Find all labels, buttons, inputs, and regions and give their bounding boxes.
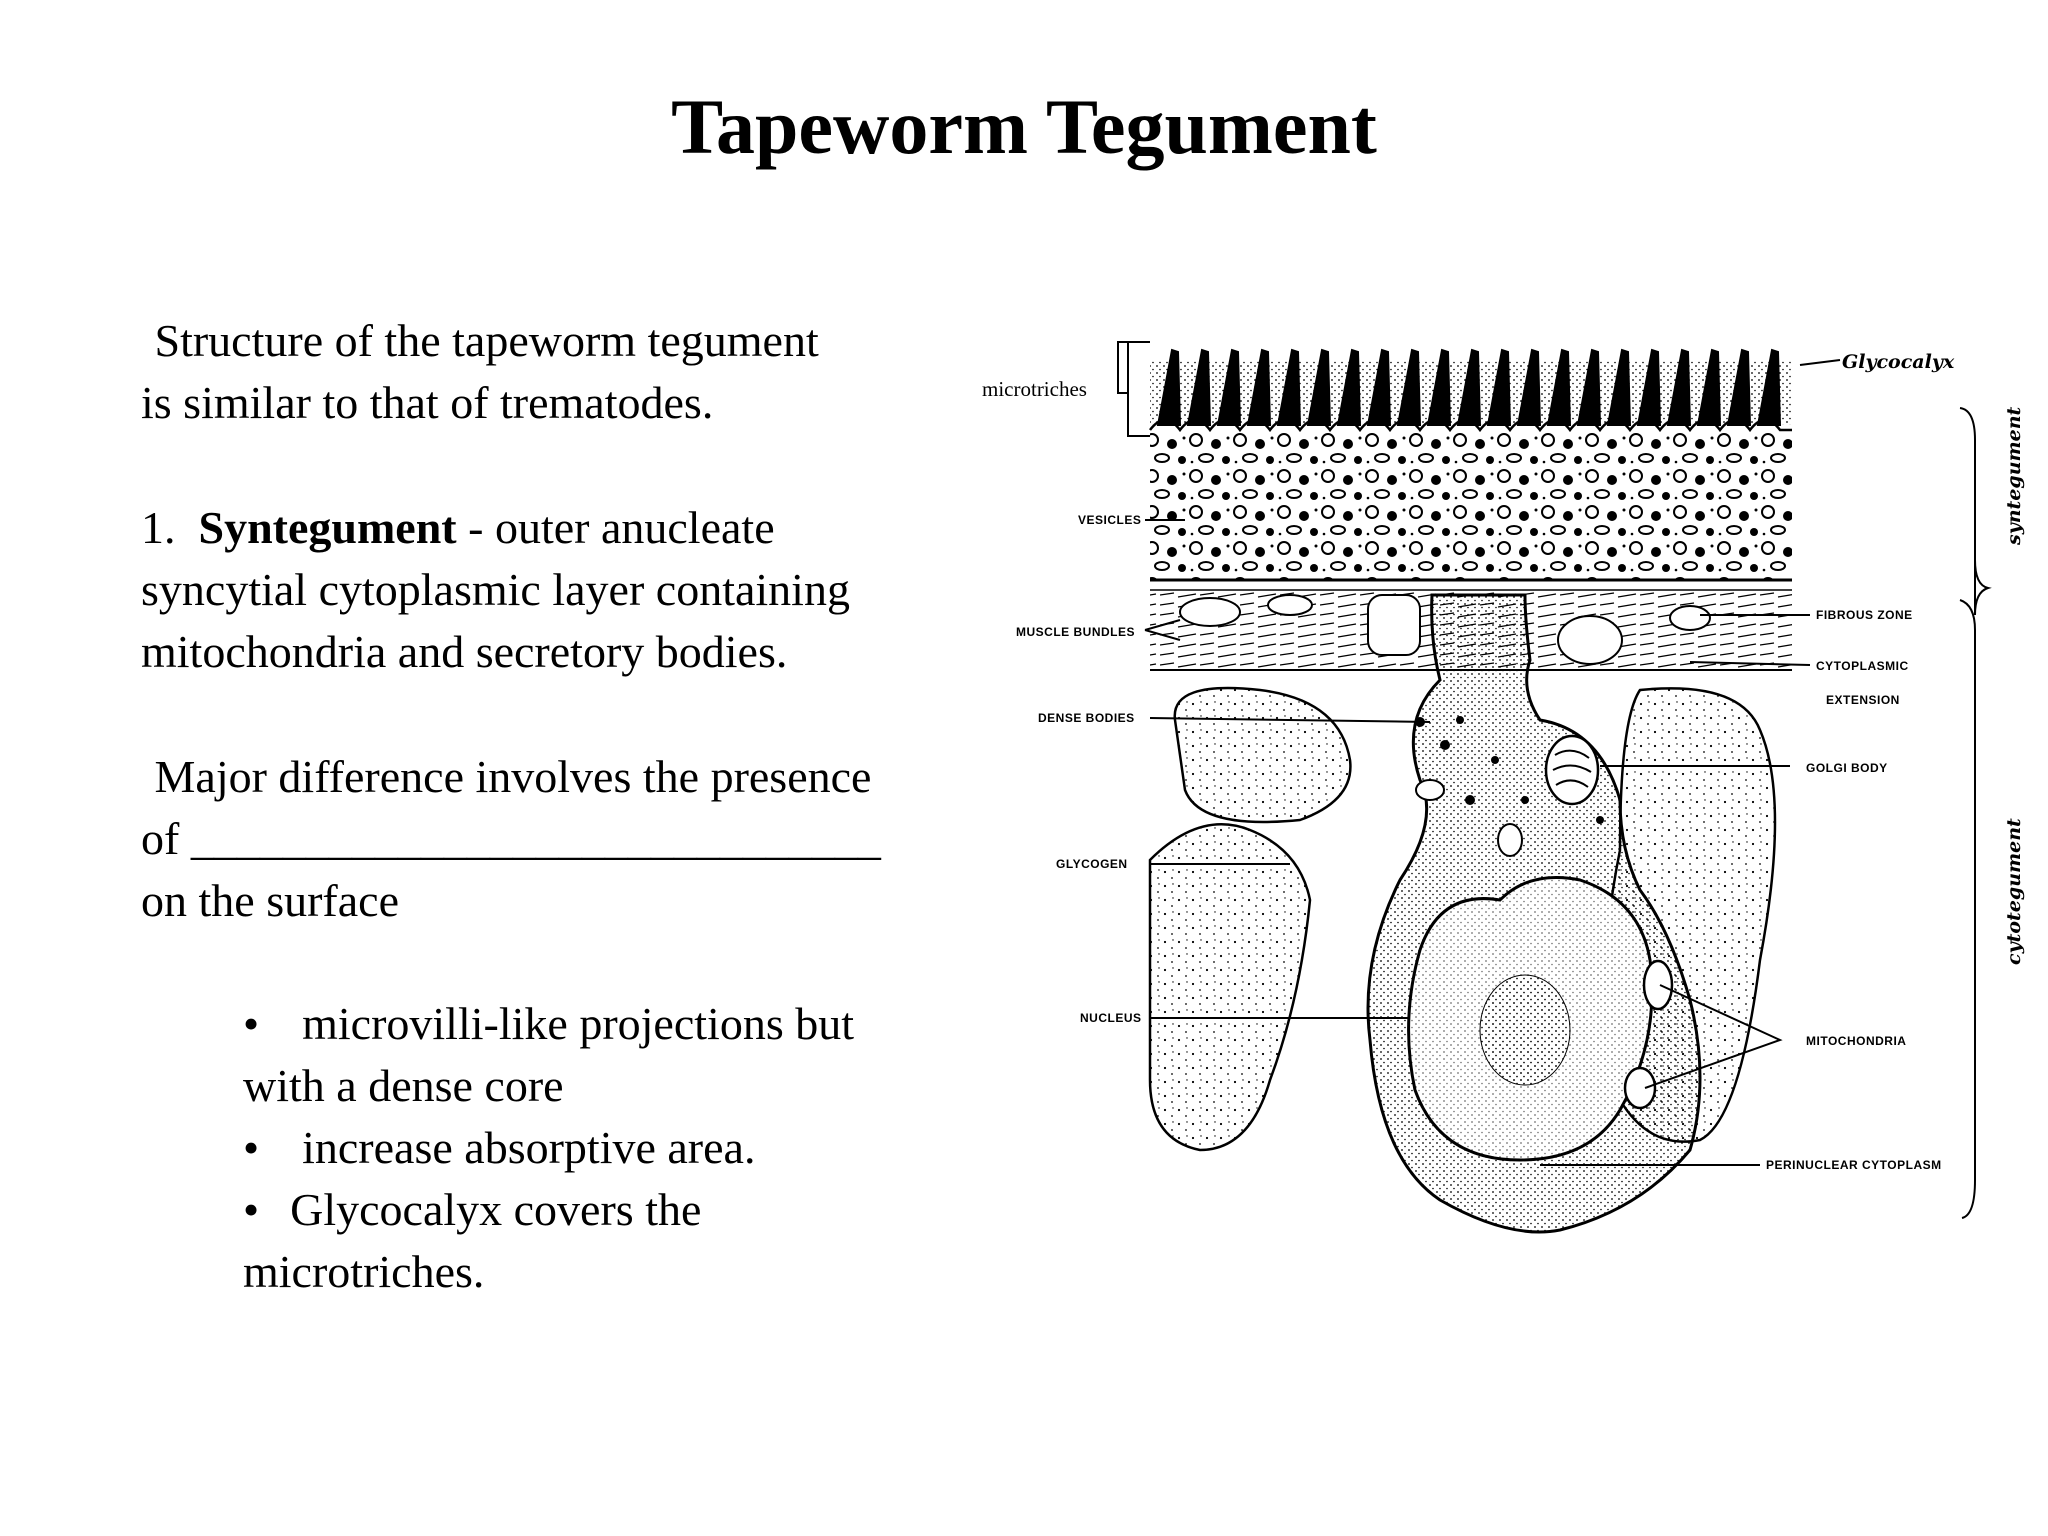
label-golgi-body: GOLGI BODY [1806,761,1888,775]
bullet-3: • Glycocalyx covers the [243,1179,701,1241]
microthrix-spike [1336,348,1362,426]
intro-line-1: Structure of the tapeworm tegument [143,315,819,366]
bullet-2: • increase absorptive area. [243,1117,755,1179]
microthrix-spike [1576,348,1602,426]
point1-number: 1. [141,502,176,553]
microthrix-spike [1366,348,1392,426]
microthrix-spike [1306,348,1332,426]
label-mitochondria: MITOCHONDRIA [1806,1034,1906,1048]
microthrix-spike [1216,348,1242,426]
bullet-dot-2: • [243,1122,260,1173]
label-muscle-bundles: MUSCLE BUNDLES [1016,625,1135,639]
major-difference-line-3: on the surface [141,875,399,926]
label-nucleus: NUCLEUS [1080,1011,1142,1025]
slide-title: Tapeworm Tegument [671,83,1377,170]
bullet-3-line-2: microtriches. [243,1246,485,1297]
bullet-1: • microvilli-like projections but [243,993,854,1055]
bullet-1-line-2: with a dense core [243,1060,564,1111]
bullet-dot-3: • [243,1184,260,1235]
microthrix-spike [1696,348,1722,426]
microthrix-spike [1276,348,1302,426]
label-cytoplasmic: CYTOPLASMIC [1816,659,1909,673]
bullet-3-line-1: Glycocalyx covers the [290,1184,702,1235]
label-glycogen: GLYCOGEN [1056,857,1128,871]
point1-description: - outer anucleate [456,502,775,553]
label-cytotegument: cytotegument [2003,818,2025,965]
intro-line-2: is similar to that of trematodes. [141,377,714,428]
label-fibrous-zone: FIBROUS ZONE [1816,608,1913,622]
label-syntegument: syntegument [2003,406,2025,546]
major-difference-line-2-blank: of ______________________________ [141,813,881,864]
microthrix-spike [1156,348,1182,426]
label-microtriches: microtriches [982,377,1087,401]
point1-line-1: 1. Syntegument - outer anucleate [141,497,775,559]
microthrix-spike [1546,348,1572,426]
major-difference-line-1: Major difference involves the presence [143,751,872,802]
leader-lines [1117,341,1992,1219]
microthrix-spike [1756,348,1782,426]
bullet-dot-1: • [243,998,260,1049]
microthrix-spike [1606,348,1632,426]
microthrix-spike [1516,348,1542,426]
point1-term: Syntegument [198,502,457,553]
microthrix-spike [1666,348,1692,426]
microthrix-spike [1426,348,1452,426]
label-perinuclear-cytoplasm: PERINUCLEAR CYTOPLASM [1766,1158,1942,1172]
microtriches-layer [1149,348,1792,433]
label-dense-bodies: DENSE BODIES [1038,711,1135,725]
microthrix-spike [1486,348,1512,426]
microthrix-spike [1396,348,1422,426]
bullet-2-line-1: increase absorptive area. [302,1122,756,1173]
microthrix-spike [1186,348,1212,426]
microthrix-spike [1726,348,1752,426]
microthrix-spike [1246,348,1272,426]
point1-line-3: mitochondria and secretory bodies. [141,626,788,677]
point1-line-2: syncytial cytoplasmic layer containing [141,564,850,615]
cytotegument-cells [1148,593,1777,1234]
label-glycocalyx: Glycocalyx [1842,351,1955,373]
label-extension: EXTENSION [1826,693,1900,707]
nucleolus [1479,974,1571,1086]
label-vesicles: VESICLES [1078,513,1141,527]
vesicle-zone [1150,432,1792,580]
bullet-1-line-1: microvilli-like projections but [302,998,854,1049]
microthrix-spike [1636,348,1662,426]
microthrix-spike [1456,348,1482,426]
